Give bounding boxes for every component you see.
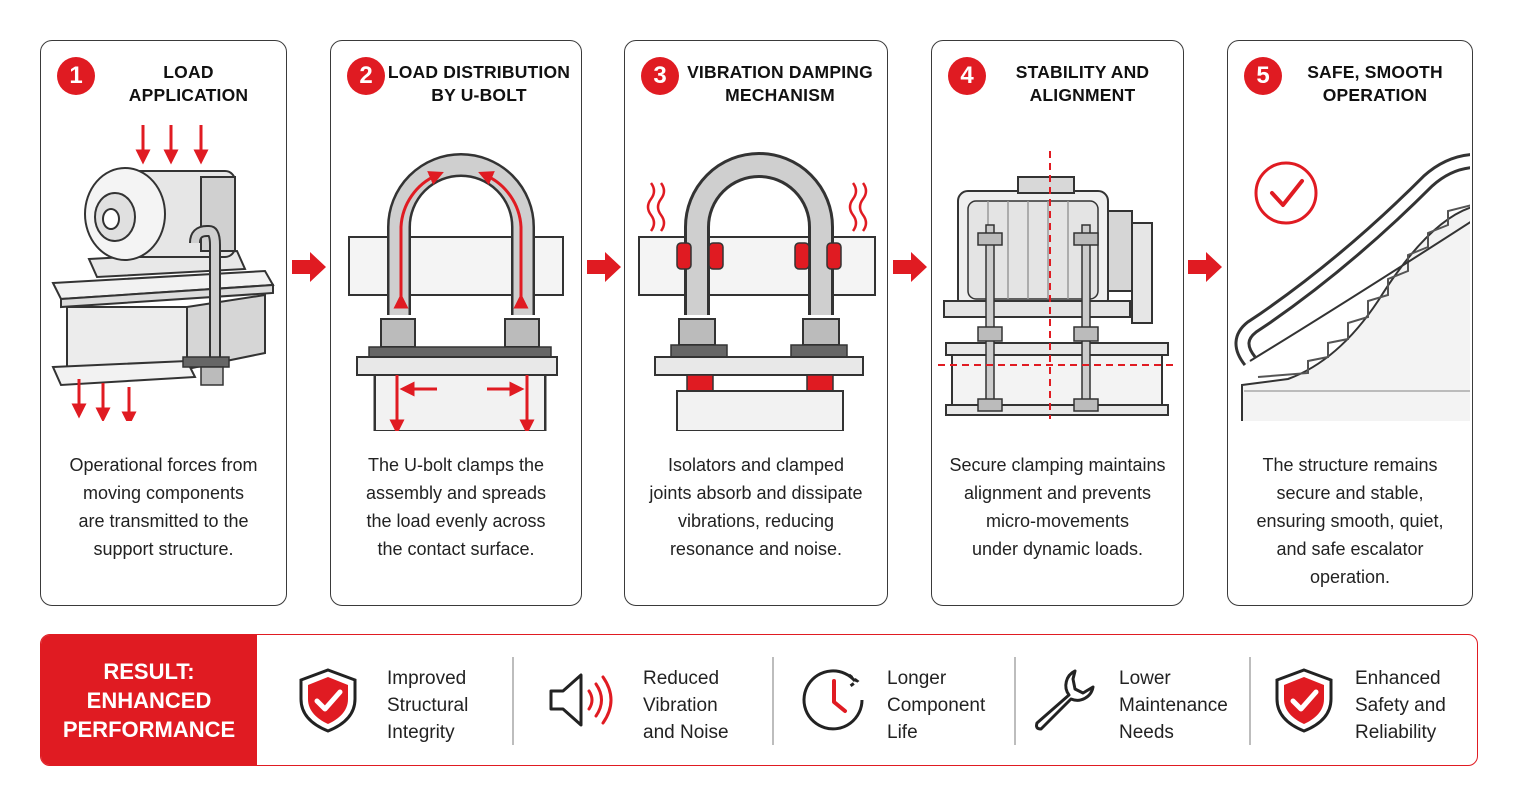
divider <box>1014 657 1016 745</box>
result-title-line: PERFORMANCE <box>62 716 236 742</box>
benefit-label-line: Longer <box>887 668 947 689</box>
description-line: ensuring smooth, quiet, <box>1256 511 1444 531</box>
step-title: STABILITY AND ALIGNMENT <box>992 61 1173 107</box>
benefit-label-line: and Noise <box>643 722 729 743</box>
step-card-stability-alignment: 4 STABILITY AND ALIGNMENT Secure clampin… <box>931 40 1184 606</box>
motor-on-beam-illustration <box>51 125 275 421</box>
benefit-label-line: Structural <box>387 695 469 716</box>
step-description: The U-bolt clamps the assembly and sprea… <box>339 451 573 563</box>
shield-check-icon <box>1275 668 1333 733</box>
benefit-label-line: Integrity <box>387 722 455 743</box>
step-title-line: ALIGNMENT <box>1029 85 1136 105</box>
description-line: Isolators and clamped <box>667 455 845 475</box>
benefit-label: Improved Structural Integrity <box>387 665 468 746</box>
description-line: resonance and noise. <box>669 539 843 559</box>
description-line: secure and stable, <box>1276 483 1424 503</box>
u-bolt-distribution-illustration <box>348 153 564 431</box>
description-line: and safe escalator <box>1276 539 1424 559</box>
step-title: SAFE, SMOOTH OPERATION <box>1288 61 1462 107</box>
shield-check-icon <box>299 668 357 733</box>
step-number: 5 <box>1244 57 1282 95</box>
step-number: 1 <box>57 57 95 95</box>
wrench-icon <box>1035 669 1095 731</box>
benefit-label-line: Lower <box>1119 668 1171 689</box>
step-description: The structure remains secure and stable,… <box>1236 451 1464 591</box>
description-line: the contact surface. <box>377 539 535 559</box>
result-title-line: ENHANCED <box>86 687 212 713</box>
benefit-structural-integrity: Improved Structural Integrity <box>281 635 511 765</box>
escalator-illustration <box>1234 153 1470 421</box>
benefit-label: Lower Maintenance Needs <box>1119 665 1228 746</box>
benefit-lower-maintenance: Lower Maintenance Needs <box>1031 635 1251 765</box>
flow-arrow-icon <box>292 252 326 282</box>
divider <box>512 657 514 745</box>
benefit-reduced-vibration: Reduced Vibration and Noise <box>537 635 767 765</box>
description-line: The U-bolt clamps the <box>367 455 545 475</box>
description-line: operation. <box>1309 567 1391 587</box>
benefit-safety-reliability: Enhanced Safety and Reliability <box>1267 635 1477 765</box>
benefit-longer-life: Longer Component Life <box>797 635 1027 765</box>
aligned-motor-illustration <box>938 151 1174 419</box>
flow-arrow-icon <box>587 252 621 282</box>
step-card-load-distribution: 2 LOAD DISTRIBUTION BY U-BOLT The U-bolt… <box>330 40 582 606</box>
step-number: 3 <box>641 57 679 95</box>
description-line: vibrations, reducing <box>677 511 835 531</box>
flow-arrow-icon <box>893 252 927 282</box>
description-line: micro-movements <box>985 511 1130 531</box>
vibration-damping-illustration <box>638 152 876 431</box>
step-description: Secure clamping maintains alignment and … <box>940 451 1175 563</box>
step-title-line: APPLICATION <box>128 85 249 105</box>
step-title-line: SAFE, SMOOTH <box>1307 62 1443 82</box>
step-title-line: MECHANISM <box>725 85 835 105</box>
description-line: Operational forces from <box>69 455 258 475</box>
benefit-label-line: Reduced <box>643 668 720 689</box>
divider <box>772 657 774 745</box>
step-card-load-application: 1 LOAD APPLICATION Op <box>40 40 287 606</box>
benefit-label-line: Enhanced <box>1355 668 1441 689</box>
description-line: Secure clamping maintains <box>949 455 1166 475</box>
benefit-label: Reduced Vibration and Noise <box>643 665 729 746</box>
benefit-label-line: Reliability <box>1355 722 1437 743</box>
step-card-safe-operation: 5 SAFE, SMOOTH OPERATION The structure r… <box>1227 40 1473 606</box>
benefit-label: Enhanced Safety and Reliability <box>1355 665 1446 746</box>
description-line: support structure. <box>93 539 234 559</box>
description-line: alignment and prevents <box>963 483 1152 503</box>
speaker-vibration-icon <box>549 673 613 727</box>
step-number: 2 <box>347 57 385 95</box>
result-title: RESULT: ENHANCED PERFORMANCE <box>41 635 257 765</box>
benefit-label-line: Safety and <box>1355 695 1446 716</box>
description-line: The structure remains <box>1262 455 1438 475</box>
benefit-label-line: Improved <box>387 668 467 689</box>
result-panel: RESULT: ENHANCED PERFORMANCE Improved St… <box>40 634 1478 766</box>
step-title-line: LOAD <box>163 62 214 82</box>
step-title: LOAD APPLICATION <box>101 61 276 107</box>
description-line: assembly and spreads <box>365 483 547 503</box>
step-description: Operational forces from moving component… <box>49 451 278 563</box>
description-line: are transmitted to the <box>78 511 249 531</box>
benefit-label: Longer Component Life <box>887 665 985 746</box>
description-line: moving components <box>82 483 245 503</box>
step-title: VIBRATION DAMPING MECHANISM <box>683 61 877 107</box>
step-title-line: BY U-BOLT <box>431 85 527 105</box>
step-title-line: VIBRATION DAMPING <box>687 62 873 82</box>
flow-arrow-icon <box>1188 252 1222 282</box>
result-title-line: RESULT: <box>103 658 195 684</box>
step-description: Isolators and clamped joints absorb and … <box>633 451 879 563</box>
step-title-line: OPERATION <box>1322 85 1428 105</box>
benefit-label-line: Maintenance <box>1119 695 1228 716</box>
benefit-label-line: Needs <box>1119 722 1174 743</box>
description-line: under dynamic loads. <box>971 539 1144 559</box>
benefit-label-line: Vibration <box>643 695 718 716</box>
description-line: joints absorb and dissipate <box>649 483 863 503</box>
clock-icon <box>802 669 864 731</box>
step-title-line: LOAD DISTRIBUTION <box>387 62 571 82</box>
divider <box>1249 657 1251 745</box>
step-title: LOAD DISTRIBUTION BY U-BOLT <box>387 61 571 107</box>
benefit-label-line: Component <box>887 695 986 716</box>
benefit-label-line: Life <box>887 722 918 743</box>
step-card-vibration-damping: 3 VIBRATION DAMPING MECHANISM Isolators … <box>624 40 888 606</box>
step-title-line: STABILITY AND <box>1015 62 1150 82</box>
description-line: the load evenly across <box>366 511 546 531</box>
step-number: 4 <box>948 57 986 95</box>
